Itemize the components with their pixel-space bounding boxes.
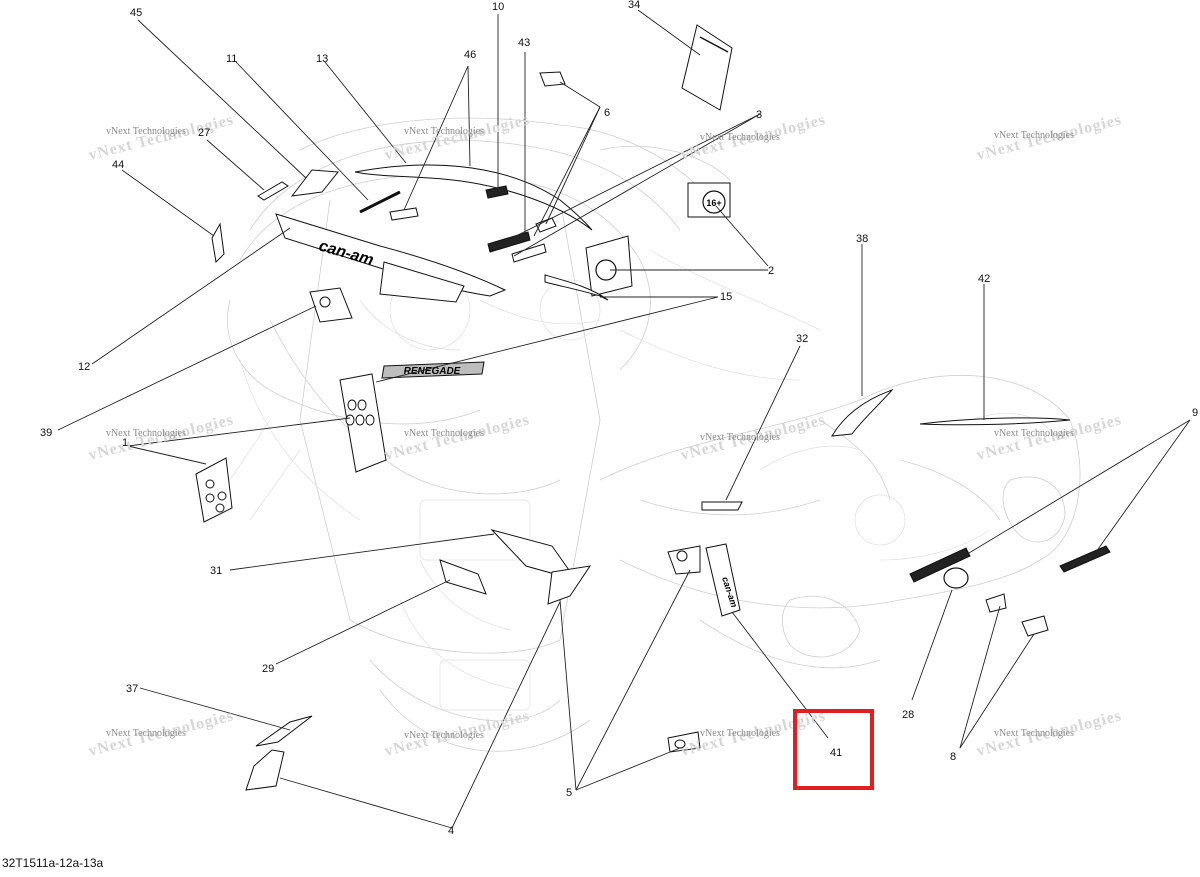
svg-text:vNext Technologies: vNext Technologies [106, 728, 186, 739]
vehicle-ghost-outline [227, 117, 1081, 752]
callout-42[interactable]: 42 [978, 273, 990, 285]
decal-4 [245, 749, 285, 791]
callout-12[interactable]: 12 [78, 361, 90, 373]
svg-text:vNext Technologies: vNext Technologies [994, 728, 1074, 739]
callout-8[interactable]: 8 [950, 751, 956, 763]
decal-1 [195, 457, 233, 523]
decal-43 [539, 71, 566, 87]
callout-43[interactable]: 43 [518, 37, 530, 49]
svg-text:vNext Technologies: vNext Technologies [383, 111, 532, 164]
callout-labels: 45 11 13 46 10 43 34 27 6 3 44 2 38 42 1… [40, 0, 1198, 837]
callout-11[interactable]: 11 [226, 53, 237, 65]
decal-8a [985, 593, 1007, 613]
callout-44[interactable]: 44 [112, 159, 124, 171]
age-badge-text: 16+ [706, 198, 721, 208]
callout-34[interactable]: 34 [628, 0, 640, 11]
svg-text:vNext Technologies: vNext Technologies [700, 132, 780, 143]
svg-text:vNext Technologies: vNext Technologies [700, 432, 780, 443]
decal-46 [389, 207, 419, 221]
decal-8b [1021, 615, 1049, 637]
decal-37 [255, 715, 313, 747]
decal-parts: 16+ can-am RENEGADE [195, 24, 1111, 791]
callout-1[interactable]: 1 [122, 437, 128, 449]
callout-29[interactable]: 29 [262, 663, 274, 675]
callout-31[interactable]: 31 [210, 565, 222, 577]
decal-15 [544, 274, 609, 301]
selected-part-highlight [793, 709, 874, 790]
svg-text:vNext Technologies: vNext Technologies [106, 428, 186, 439]
svg-text:vNext Technologies: vNext Technologies [994, 428, 1074, 439]
callout-28[interactable]: 28 [902, 709, 914, 721]
callout-45[interactable]: 45 [130, 7, 142, 19]
diagram-reference-code: 32T1511a-12a-13a [2, 856, 104, 870]
decal-34 [681, 24, 733, 111]
svg-text:vNext Technologies: vNext Technologies [87, 111, 236, 164]
decal-41 [705, 543, 741, 617]
callout-9[interactable]: 9 [1192, 407, 1198, 419]
callout-27[interactable]: 27 [198, 127, 210, 139]
decal-39 [309, 287, 353, 323]
decal-31b [547, 565, 592, 605]
decal-44 [211, 222, 225, 264]
decal-9b [1059, 545, 1111, 573]
leader-lines [57, 9, 1191, 829]
svg-text:vNext Technologies: vNext Technologies [404, 730, 484, 741]
svg-text:vNext Technologies: vNext Technologies [994, 130, 1074, 141]
decal-3b [511, 243, 547, 263]
renegade-text: RENEGADE [404, 366, 461, 377]
watermarks: vNext Technologies vNext Technologies vN… [87, 111, 1124, 760]
callout-4[interactable]: 4 [448, 825, 454, 837]
callout-37[interactable]: 37 [126, 683, 138, 695]
callout-5[interactable]: 5 [566, 787, 572, 799]
decal-38 [831, 388, 894, 437]
callout-32[interactable]: 32 [796, 333, 808, 345]
decal-12-panel [379, 261, 465, 303]
decal-29 [439, 559, 487, 595]
callout-41[interactable]: 41 [830, 747, 842, 759]
callout-38[interactable]: 38 [856, 233, 868, 245]
decal-3a [487, 231, 531, 253]
decal-13 [354, 164, 593, 231]
decal-32 [701, 501, 743, 511]
callout-2[interactable]: 2 [768, 265, 774, 277]
svg-text:vNext Technologies: vNext Technologies [404, 126, 484, 137]
callout-46[interactable]: 46 [464, 49, 476, 61]
callout-3[interactable]: 3 [756, 109, 762, 121]
callout-13[interactable]: 13 [316, 53, 328, 65]
callout-6[interactable]: 6 [604, 107, 610, 119]
svg-text:vNext Technologies: vNext Technologies [700, 728, 780, 739]
callout-10[interactable]: 10 [492, 1, 504, 13]
decal-10 [485, 185, 509, 199]
decal-6 [535, 217, 557, 233]
decal-45 [290, 169, 339, 197]
svg-text:vNext Technologies: vNext Technologies [106, 126, 186, 137]
decal-28 [943, 567, 969, 589]
decal-9a [909, 547, 971, 583]
decal-42 [919, 417, 1071, 426]
decal-27 [257, 181, 289, 201]
svg-text:vNext Technologies: vNext Technologies [404, 428, 484, 439]
callout-15[interactable]: 15 [720, 291, 732, 303]
callout-39[interactable]: 39 [40, 427, 52, 439]
